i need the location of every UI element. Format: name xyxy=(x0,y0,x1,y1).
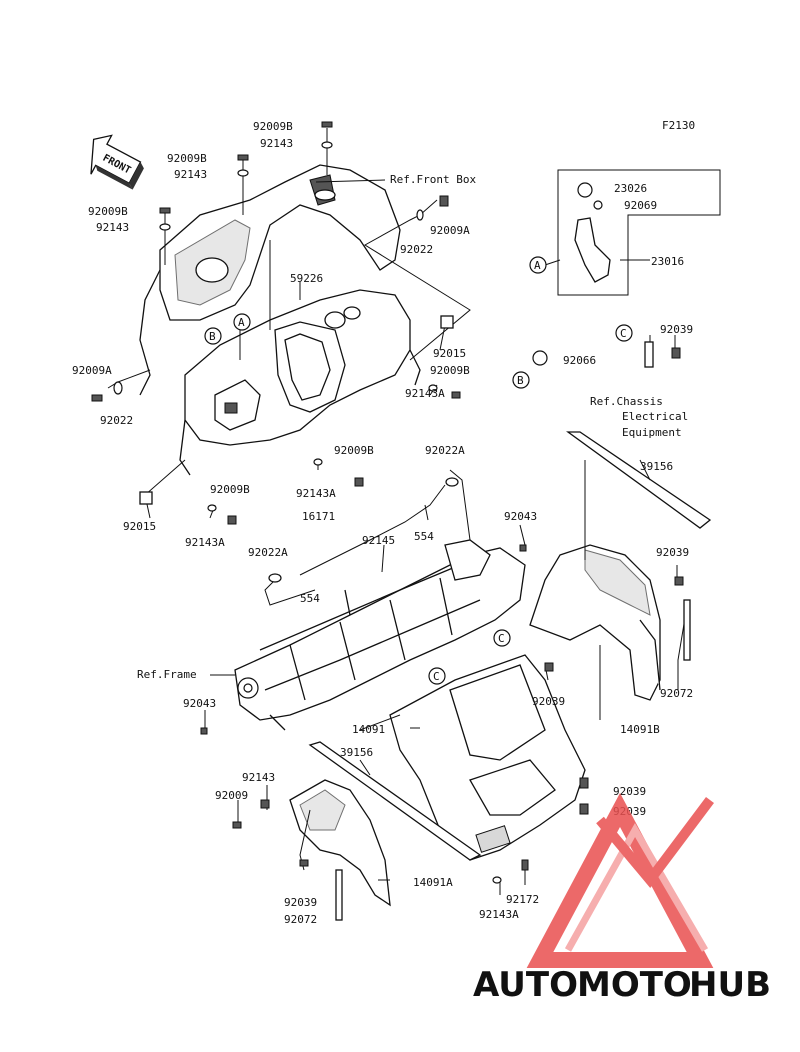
part-label: 92022 xyxy=(100,414,133,427)
guard-14091A xyxy=(289,779,391,907)
part-label: 92039 xyxy=(656,546,689,559)
callout-a-inset-label: A xyxy=(534,259,541,272)
part-label: 92009B xyxy=(430,364,470,377)
part-label: 92172 xyxy=(506,893,539,906)
part-label: 92039 xyxy=(613,785,646,798)
part-label: 92039 xyxy=(284,896,317,909)
callout-b-right xyxy=(512,371,530,389)
watermark-text: AUTO MOTO HUB xyxy=(473,965,771,1005)
callout-c-mid xyxy=(493,629,511,647)
part-label: 14091 xyxy=(352,723,385,736)
callout-c-lower-label: C xyxy=(433,670,440,683)
part-label: 92143A xyxy=(296,487,336,500)
callout-markers: A B A B C C C xyxy=(204,256,633,685)
part-label: 92022A xyxy=(425,444,465,457)
main-dash-panel xyxy=(179,289,421,476)
part-label: 92009A xyxy=(72,364,112,377)
ref-chassis-line3: Equipment xyxy=(622,426,682,439)
part-label: 92143 xyxy=(242,771,275,784)
part-label: 92143A xyxy=(479,908,519,921)
watermark-logo xyxy=(526,793,714,968)
part-label: 23026 xyxy=(614,182,647,195)
part-label: 59226 xyxy=(290,272,323,285)
fender-14091B xyxy=(529,544,661,701)
part-label: 554 xyxy=(414,530,434,543)
guard-14091 xyxy=(389,654,586,861)
part-label: 39156 xyxy=(340,746,373,759)
part-label: 92009B xyxy=(210,483,250,496)
strip-39156-lower xyxy=(308,741,482,861)
inset-23016 xyxy=(557,169,721,296)
ref-frame: Ref.Frame xyxy=(137,668,197,681)
part-label: 92022A xyxy=(248,546,288,559)
ref-chassis-line1: Ref.Chassis xyxy=(590,395,663,408)
callout-a-upper xyxy=(233,313,251,331)
part-label: 92009B xyxy=(167,152,207,165)
part-label: 92009 xyxy=(215,789,248,802)
part-label: 92069 xyxy=(624,199,657,212)
part-label: 39156 xyxy=(640,460,673,473)
part-label: 92143A xyxy=(185,536,225,549)
callout-b-upper-label: B xyxy=(209,330,216,343)
callout-b-upper xyxy=(204,327,222,345)
part-label: 92145 xyxy=(362,534,395,547)
cable-16171 xyxy=(299,484,446,576)
part-label: 92009B xyxy=(334,444,374,457)
part-label: 92143 xyxy=(96,221,129,234)
part-label: 14091B xyxy=(620,723,660,736)
part-label: 92072 xyxy=(284,913,317,926)
part-label: 92066 xyxy=(563,354,596,367)
front-arrow-icon: FRONT xyxy=(90,134,144,190)
callout-c-upper-label: C xyxy=(620,327,627,340)
callout-c-mid-label: C xyxy=(498,632,505,645)
watermark-auto: AUTO xyxy=(473,965,578,1005)
fasteners xyxy=(91,121,691,921)
part-label: 92039 xyxy=(660,323,693,336)
part-label: 92043 xyxy=(183,697,216,710)
upper-dash-panel xyxy=(139,164,401,396)
part-label: 554 xyxy=(300,592,320,605)
part-label: 92009A xyxy=(430,224,470,237)
part-labels: 92009B 92143 92009B 92143 92009B 92143 9… xyxy=(72,120,693,926)
part-label: 23016 xyxy=(651,255,684,268)
part-label: 16171 xyxy=(302,510,335,523)
part-label: 92143 xyxy=(174,168,207,181)
part-label: 92143 xyxy=(260,137,293,150)
part-label: 92009B xyxy=(253,120,293,133)
frame-assembly xyxy=(234,539,526,731)
watermark-hub: HUB xyxy=(689,965,771,1005)
part-label: 92015 xyxy=(433,347,466,360)
part-label: 92022 xyxy=(400,243,433,256)
watermark-moto: MOTO xyxy=(577,965,692,1005)
callout-c-lower xyxy=(428,667,446,685)
logo-triangle-icon xyxy=(526,793,714,968)
ref-chassis-line2: Electrical xyxy=(622,410,688,423)
callout-a-upper-label: A xyxy=(238,316,245,329)
part-label: 92015 xyxy=(123,520,156,533)
part-label: 92072 xyxy=(660,687,693,700)
part-label: 14091A xyxy=(413,876,453,889)
callout-b-right-label: B xyxy=(517,374,524,387)
part-label: 92039 xyxy=(532,695,565,708)
part-label: 92143A xyxy=(405,387,445,400)
callout-a-inset xyxy=(529,256,547,274)
strip-39156-upper xyxy=(566,431,712,529)
ref-front-box: Ref.Front Box xyxy=(390,173,476,186)
figure-code: F2130 xyxy=(662,119,695,132)
part-label: 92043 xyxy=(504,510,537,523)
stud-92039-chassis xyxy=(644,341,681,368)
callout-c-upper xyxy=(615,324,633,342)
part-label: 92009B xyxy=(88,205,128,218)
